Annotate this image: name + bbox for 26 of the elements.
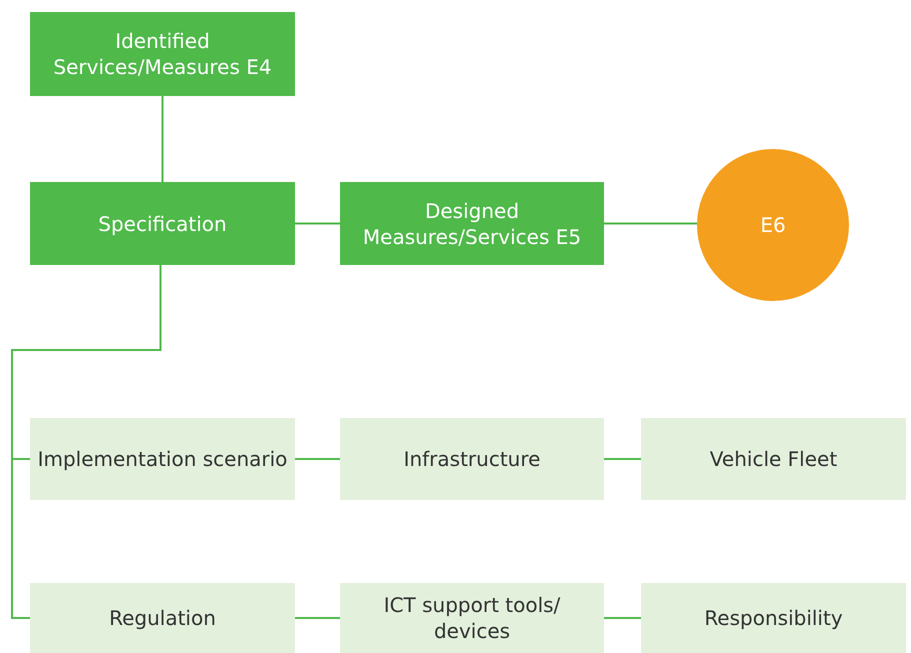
box-label: Regulation: [109, 605, 216, 631]
process-box: [30, 12, 295, 96]
connector-line: [295, 222, 340, 224]
box-label: Specification: [98, 210, 227, 236]
process-box: [340, 182, 604, 265]
topic-box: [641, 583, 906, 653]
connector-line: [295, 617, 340, 619]
box-label: ICT support tools/ devices: [382, 592, 562, 644]
connector-line: [295, 458, 340, 460]
box-label: Designed Measures/Services E5: [362, 198, 582, 250]
box-label: Vehicle Fleet: [710, 446, 838, 472]
process-box: [30, 182, 295, 265]
box-label: Infrastructure: [404, 446, 540, 472]
connector-line: [604, 222, 697, 224]
topic-box: [30, 418, 295, 500]
box-label: Implementation scenario: [38, 446, 288, 472]
connector-line: [604, 617, 641, 619]
box-label: Responsibility: [704, 605, 843, 631]
topic-box: [30, 583, 295, 653]
connector-line: [162, 96, 164, 182]
topic-box: [340, 418, 604, 500]
box-label: E6: [760, 212, 786, 238]
connector-line: [604, 458, 641, 460]
topic-box: [641, 418, 906, 500]
topic-box: [340, 583, 604, 653]
box-label: Identified Services/Measures E4: [52, 28, 273, 80]
